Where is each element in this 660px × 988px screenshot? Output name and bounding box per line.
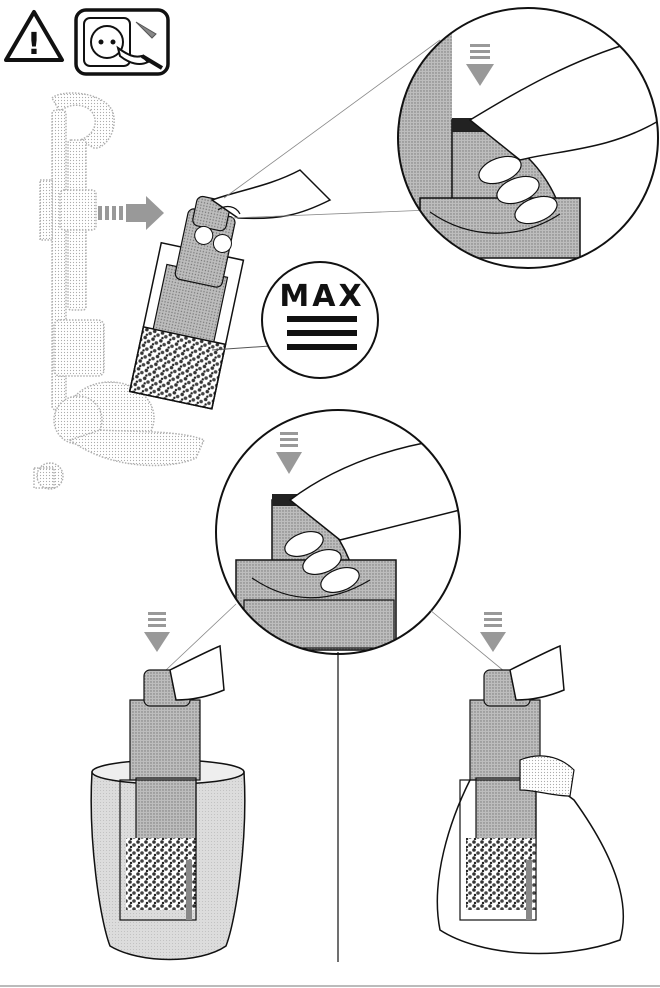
unplug-from-socket-icon [76, 10, 168, 74]
max-label: MAX [279, 279, 364, 314]
motion-arrow [98, 196, 164, 230]
emptying-into-bag [437, 612, 623, 953]
max-line-2 [287, 330, 357, 336]
max-line-1 [287, 316, 357, 322]
max-fill-indicator: MAX [212, 262, 378, 378]
warning-exclamation: ! [27, 27, 41, 62]
emptying-into-bin [91, 612, 245, 960]
max-line-3 [287, 344, 357, 350]
warning-triangle-icon: ! [6, 12, 62, 62]
release-button-closeup-center [166, 410, 510, 676]
release-button-closeup-top [224, 0, 660, 280]
